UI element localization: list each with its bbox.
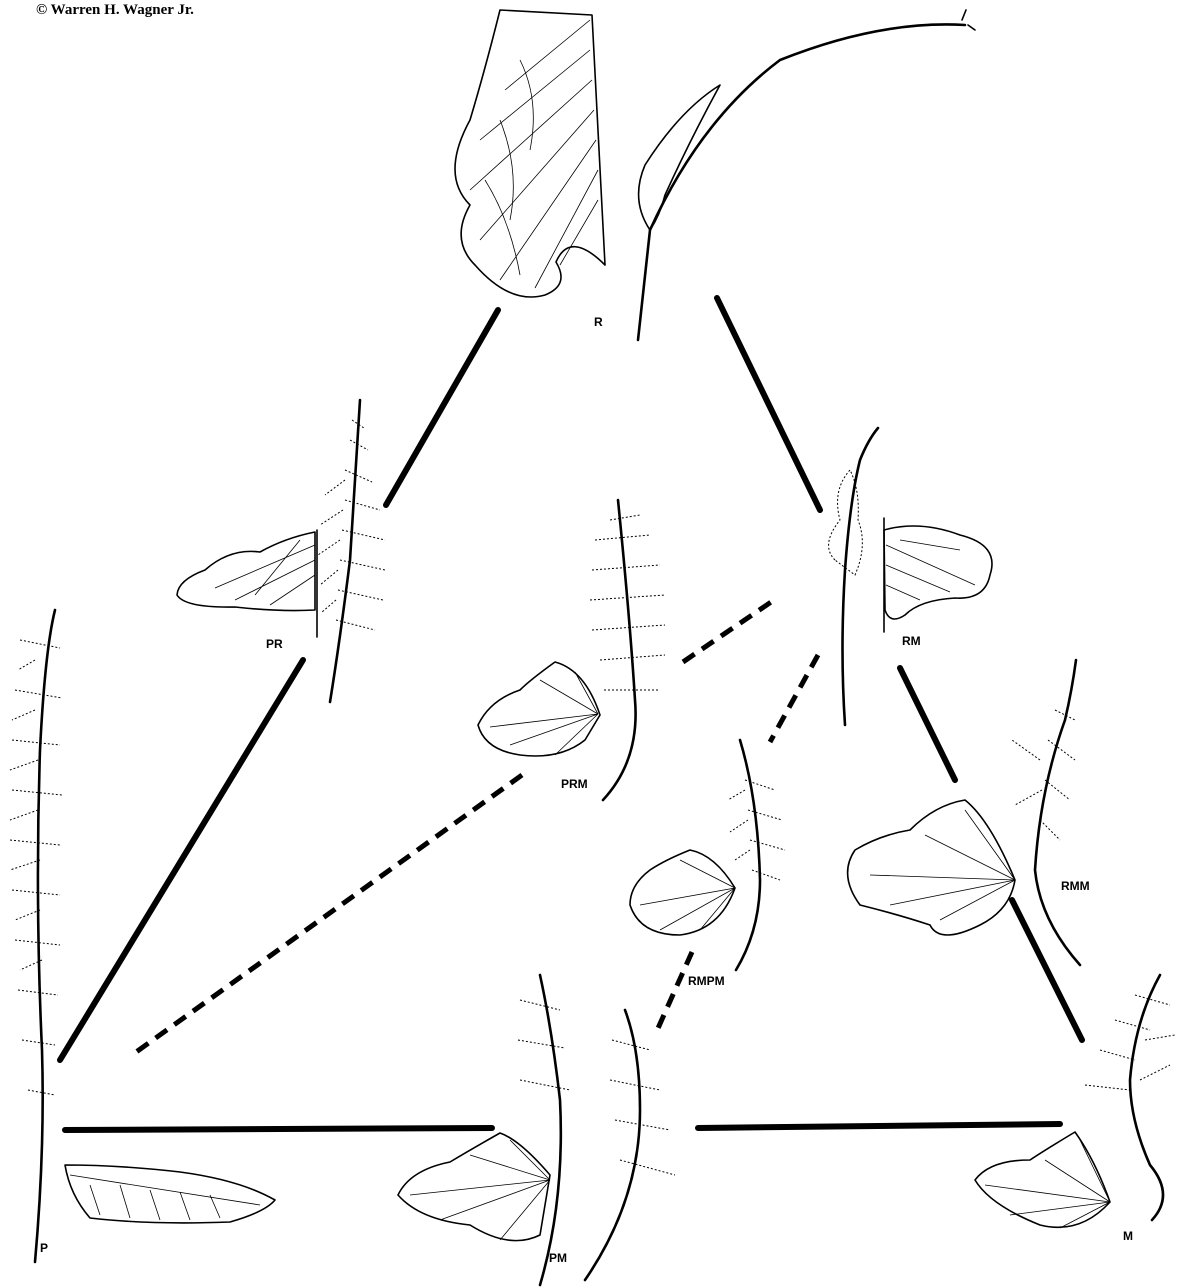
fern-r-pinna (455, 10, 605, 297)
label-rm: RM (902, 634, 921, 648)
fern-r-frond-stem (638, 24, 965, 340)
label-prm: PRM (561, 777, 588, 791)
link-rm-rmm (900, 668, 955, 780)
link-pr-p (60, 660, 303, 1060)
link-r-pr (386, 310, 498, 505)
fern-rmm (848, 660, 1080, 965)
fern-m (975, 975, 1175, 1228)
link-prm-rm (683, 598, 777, 662)
fern-r (455, 10, 975, 340)
label-rmm: RMM (1061, 879, 1090, 893)
label-rmpm: RMPM (688, 974, 725, 988)
link-lines (60, 298, 1082, 1130)
fern-p (10, 610, 275, 1262)
fern-pr (177, 400, 385, 702)
label-p: P (40, 1241, 48, 1255)
fern-rmpm (630, 740, 785, 970)
link-r-rm (717, 298, 820, 510)
link-rm-rmpm (770, 655, 818, 742)
link-prm-p (132, 775, 522, 1055)
fern-rm (829, 428, 992, 725)
link-rmm-m (1012, 900, 1082, 1040)
fern-prm (478, 500, 665, 800)
link-p-pm (65, 1128, 492, 1130)
label-pm: PM (549, 1251, 567, 1265)
label-pr: PR (266, 637, 283, 651)
link-pm-m (698, 1124, 1060, 1128)
label-m: M (1123, 1229, 1133, 1243)
label-r: R (594, 315, 603, 329)
link-rmpm-pm (655, 952, 692, 1035)
